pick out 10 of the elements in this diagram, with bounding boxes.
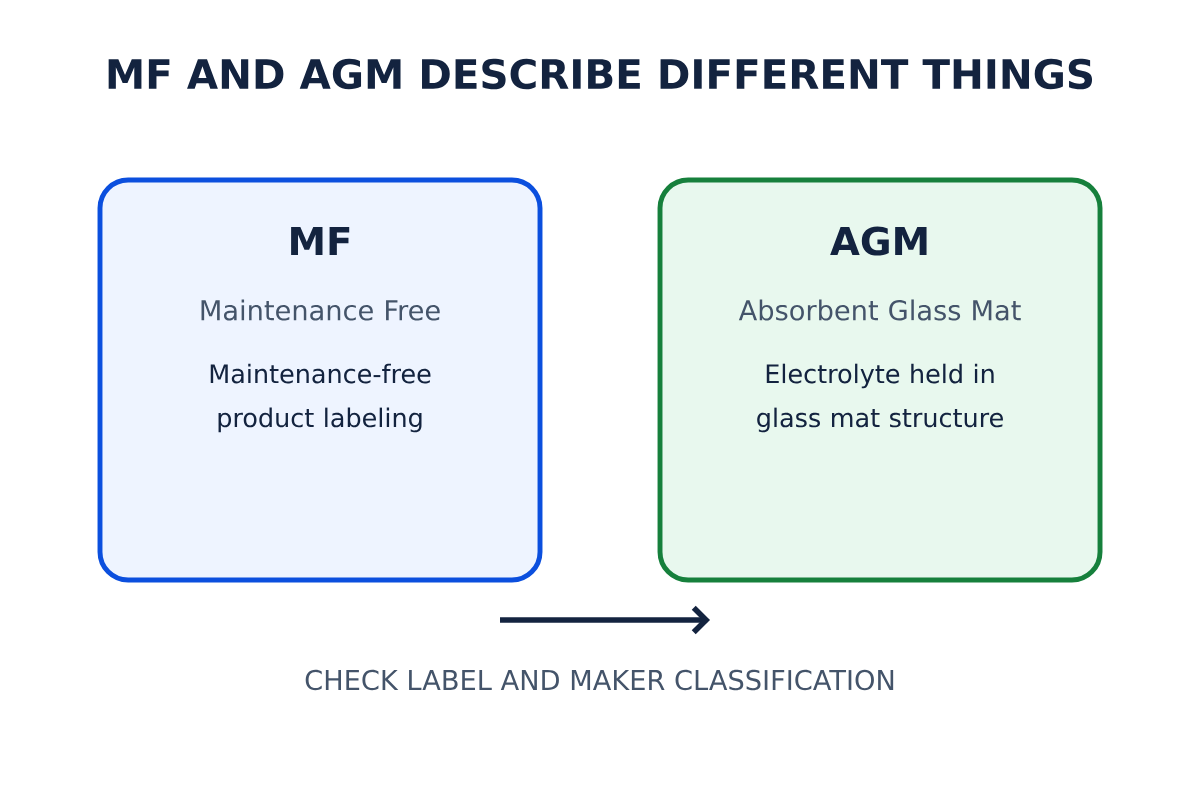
- card-subtitle: Absorbent Glass Mat: [738, 299, 1021, 321]
- card: [657, 177, 1103, 583]
- card-text: Electrolyte held in glass mat structure: [757, 363, 1003, 433]
- card: [97, 177, 543, 583]
- card-heading: AGM: [830, 226, 927, 256]
- card-heading: MF: [291, 226, 350, 256]
- title: MF AND AGM DESCRIBE DIFFERENT THINGS: [108, 58, 1093, 90]
- note: CHECK LABEL AND MAKER CLASSIFICATION: [305, 669, 894, 691]
- card-subtitle: Maintenance Free: [201, 299, 440, 321]
- card-text: Maintenance-free product labeling: [210, 363, 431, 433]
